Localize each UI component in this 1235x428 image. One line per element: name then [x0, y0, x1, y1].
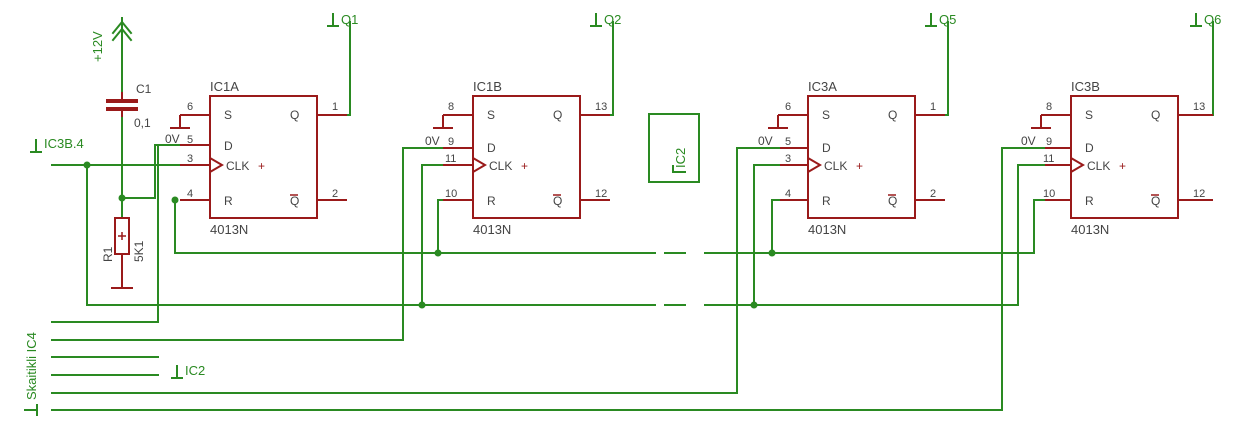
- svg-text:CLK: CLK: [226, 159, 249, 173]
- svg-text:Q: Q: [1151, 194, 1160, 208]
- svg-text:CLK: CLK: [489, 159, 512, 173]
- supply-rail: +12V: [90, 17, 133, 101]
- port-ic2: IC2: [171, 363, 205, 379]
- svg-text:Q: Q: [888, 194, 897, 208]
- svg-text:10: 10: [445, 188, 457, 200]
- svg-text:CLK: CLK: [1087, 159, 1110, 173]
- capacitor-c1: C1 0,1: [106, 82, 152, 130]
- chip-name: IC3B: [1071, 79, 1100, 94]
- svg-text:9: 9: [448, 136, 454, 148]
- svg-text:13: 13: [595, 101, 607, 113]
- svg-text:R: R: [487, 194, 496, 208]
- svg-text:0V: 0V: [1021, 134, 1036, 148]
- svg-text:S: S: [822, 108, 830, 122]
- svg-text:Q: Q: [553, 108, 562, 122]
- svg-text:D: D: [1085, 141, 1094, 155]
- svg-text:1: 1: [332, 101, 338, 113]
- svg-text:12: 12: [1193, 188, 1205, 200]
- svg-text:5: 5: [187, 134, 193, 146]
- svg-text:0V: 0V: [165, 132, 180, 146]
- svg-text:10: 10: [1043, 188, 1055, 200]
- r1-value: 5K1: [132, 240, 146, 262]
- chip-type: 4013N: [210, 222, 248, 237]
- svg-text:2: 2: [332, 188, 338, 200]
- svg-text:R: R: [224, 194, 233, 208]
- svg-text:S: S: [487, 108, 495, 122]
- supply-label: +12V: [90, 31, 105, 62]
- svg-text:IC2: IC2: [673, 148, 688, 168]
- port-q6: Q6: [1177, 12, 1221, 116]
- svg-text:13: 13: [1193, 101, 1205, 113]
- chip-type: 4013N: [1071, 222, 1109, 237]
- svg-text:8: 8: [448, 101, 454, 113]
- svg-text:Q: Q: [553, 194, 562, 208]
- svg-text:6: 6: [187, 101, 193, 113]
- resistor-r1: R1 5K1: [101, 217, 146, 289]
- bus-wires: [51, 144, 1046, 411]
- c1-name: C1: [136, 82, 152, 96]
- svg-text:Q5: Q5: [939, 12, 956, 27]
- svg-text:0V: 0V: [425, 134, 440, 148]
- port-skaitikli-ic4: Skaitikli IC4: [24, 332, 39, 416]
- junctions: [83, 161, 776, 309]
- svg-text:Q: Q: [290, 194, 299, 208]
- svg-text:IC2: IC2: [185, 363, 205, 378]
- chip-name: IC1A: [210, 79, 239, 94]
- svg-text:Q6: Q6: [1204, 12, 1221, 27]
- port-q1: Q1: [316, 12, 358, 116]
- svg-text:D: D: [487, 141, 496, 155]
- svg-text:Q: Q: [888, 108, 897, 122]
- svg-text:Q: Q: [1151, 108, 1160, 122]
- port-q2: Q2: [579, 12, 621, 116]
- svg-text:11: 11: [445, 153, 456, 165]
- svg-text:S: S: [1085, 108, 1093, 122]
- port-ic3b4: IC3B.4: [30, 136, 84, 153]
- svg-text:CLK: CLK: [824, 159, 847, 173]
- svg-text:9: 9: [1046, 136, 1052, 148]
- svg-text:Q: Q: [290, 108, 299, 122]
- svg-text:12: 12: [595, 188, 607, 200]
- chip-ic1a: IC1A 4013N S D CLK + R Q Q 6 5 3 4 1 2 0…: [165, 79, 347, 237]
- svg-text:D: D: [224, 139, 233, 153]
- svg-text:4: 4: [785, 188, 791, 200]
- port-q5: Q5: [914, 12, 956, 116]
- svg-text:Q1: Q1: [341, 12, 358, 27]
- chip-ic3a: IC3A 4013N S D CLK + R Q Q 6 5 3 4 1 2 0…: [758, 79, 945, 237]
- chip-ic1b: IC1B 4013N S D CLK + R Q Q 8 9 11 10 13 …: [425, 79, 610, 237]
- r1-name: R1: [101, 246, 115, 262]
- svg-text:11: 11: [1043, 153, 1054, 165]
- chip-type: 4013N: [473, 222, 511, 237]
- chip-ic3b: IC3B 4013N S D CLK + R Q Q 8 9 11 10 13 …: [1021, 79, 1213, 237]
- svg-text:1: 1: [930, 101, 936, 113]
- svg-text:3: 3: [785, 153, 791, 165]
- svg-text:Skaitikli IC4: Skaitikli IC4: [24, 332, 39, 400]
- svg-text:Q2: Q2: [604, 12, 621, 27]
- svg-text:R: R: [822, 194, 831, 208]
- svg-text:+: +: [1119, 159, 1126, 173]
- svg-text:0V: 0V: [758, 134, 773, 148]
- svg-text:2: 2: [930, 188, 936, 200]
- svg-text:R: R: [1085, 194, 1094, 208]
- chip-name: IC3A: [808, 79, 837, 94]
- svg-text:+: +: [521, 159, 528, 173]
- svg-text:4: 4: [187, 188, 193, 200]
- chip-name: IC1B: [473, 79, 502, 94]
- c1-value: 0,1: [134, 116, 151, 130]
- svg-text:S: S: [224, 108, 232, 122]
- ic2-box: IC2: [648, 113, 700, 183]
- svg-text:6: 6: [785, 101, 791, 113]
- svg-text:8: 8: [1046, 101, 1052, 113]
- svg-text:3: 3: [187, 153, 193, 165]
- svg-text:+: +: [258, 159, 265, 173]
- chip-type: 4013N: [808, 222, 846, 237]
- svg-text:5: 5: [785, 136, 791, 148]
- svg-text:IC3B.4: IC3B.4: [44, 136, 84, 151]
- svg-text:+: +: [856, 159, 863, 173]
- svg-text:D: D: [822, 141, 831, 155]
